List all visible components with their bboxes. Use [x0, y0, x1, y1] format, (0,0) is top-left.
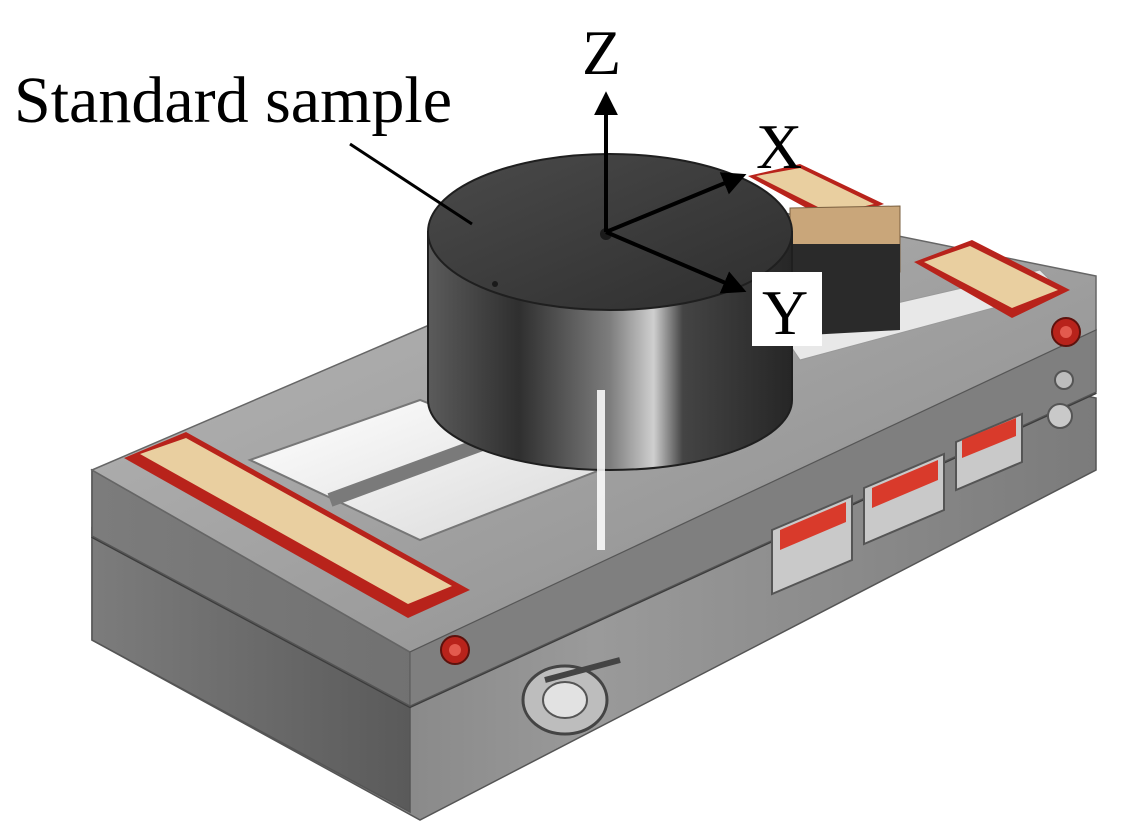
- digital-display-2: [863, 452, 945, 546]
- axis-x-arrow: [605, 172, 747, 234]
- axis-y-arrow: [605, 230, 747, 294]
- standard-sample-label: Standard sample: [14, 64, 452, 137]
- switch-knob-front: [521, 657, 621, 736]
- digital-display-3: [955, 412, 1023, 492]
- axis-x-label: X: [756, 111, 802, 182]
- red-knob-right: [1051, 317, 1081, 347]
- pad-right-rear: [914, 240, 1070, 318]
- digital-display-1: [771, 494, 853, 596]
- red-knob-left: [440, 635, 470, 665]
- axis-y-label: Y: [762, 277, 808, 348]
- switch-knob-side: [1047, 370, 1074, 429]
- pad-left: [124, 432, 470, 618]
- axis-z-label: Z: [582, 17, 621, 88]
- coordinate-axes: [594, 91, 747, 294]
- leader-line: [349, 142, 473, 226]
- axis-y-label-bg: [752, 272, 822, 346]
